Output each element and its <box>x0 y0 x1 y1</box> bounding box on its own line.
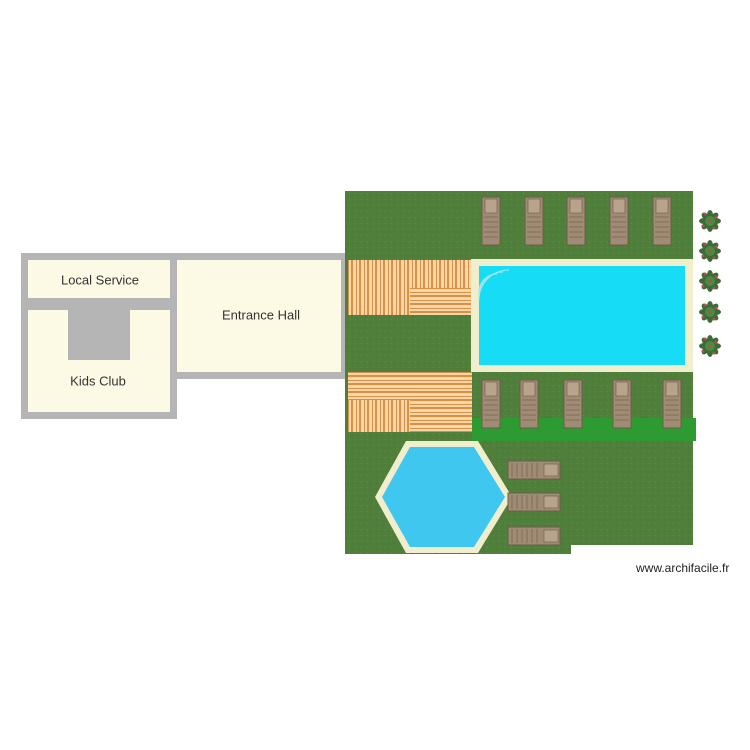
sun-loungers <box>481 196 682 546</box>
room-label-kids-club: Kids Club <box>70 373 126 389</box>
watermark: www.archifacile.fr <box>636 561 730 575</box>
entrance-hall-block <box>170 253 348 379</box>
entrance-hall-floor <box>177 260 341 372</box>
pool-steps-icon <box>478 269 510 301</box>
kids-club-floor <box>28 310 170 412</box>
potted-plants <box>699 210 721 357</box>
potted-plant-icon <box>699 210 721 232</box>
sun-lounger-icon <box>652 196 672 246</box>
sun-lounger-icon <box>563 379 583 429</box>
rectangular-pool <box>471 259 693 372</box>
potted-plant-icon <box>699 270 721 292</box>
hedge <box>472 418 696 441</box>
room-label-local-service: Local Service <box>60 272 140 288</box>
sun-lounger-icon <box>612 379 632 429</box>
sun-lounger-icon <box>507 526 561 546</box>
sun-lounger-icon <box>481 196 501 246</box>
sun-lounger-icon <box>524 196 544 246</box>
sun-lounger-icon <box>566 196 586 246</box>
sun-lounger-icon <box>507 492 561 512</box>
potted-plant-icon <box>699 335 721 357</box>
building-left-block <box>21 253 177 419</box>
sun-lounger-icon <box>519 379 539 429</box>
deck-top <box>348 260 472 315</box>
room-label-entrance-hall: Entrance Hall <box>221 307 301 323</box>
potted-plant-icon <box>699 301 721 323</box>
sun-lounger-icon <box>481 379 501 429</box>
deck-bottom <box>348 372 472 432</box>
sun-lounger-icon <box>662 379 682 429</box>
hexagonal-pool <box>375 441 512 553</box>
sun-lounger-icon <box>507 460 561 480</box>
sun-lounger-icon <box>609 196 629 246</box>
local-service-floor <box>28 260 170 298</box>
potted-plant-icon <box>699 240 721 262</box>
